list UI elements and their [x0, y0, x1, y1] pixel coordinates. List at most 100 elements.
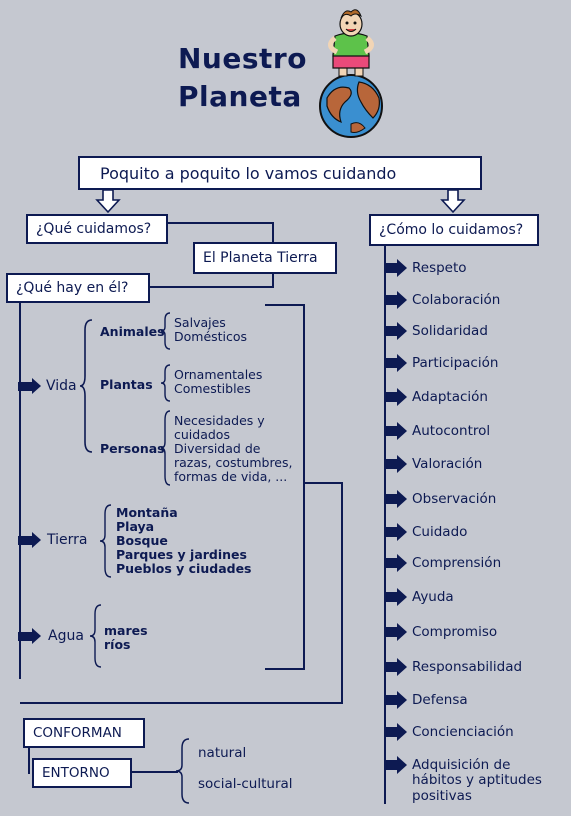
- value-label: Valoración: [412, 456, 483, 472]
- down-arrow-left-icon: [95, 190, 121, 214]
- plantas-brace-icon: [161, 364, 171, 402]
- value-label: Comprensión: [412, 555, 502, 571]
- arrow-right-icon: [385, 388, 407, 406]
- title-line1: Nuestro: [178, 42, 307, 75]
- agua-item: ríos: [104, 637, 131, 652]
- value-item: Colaboración: [385, 290, 500, 310]
- tierra-item: Pueblos y ciudades: [116, 561, 252, 576]
- connector: [303, 482, 343, 484]
- top-banner: Poquito a poquito lo vamos cuidando: [78, 156, 482, 190]
- connector: [132, 771, 178, 773]
- entorno-brace-icon: [176, 738, 190, 804]
- value-label: Cuidado: [412, 524, 468, 540]
- value-item: Observación: [385, 489, 496, 509]
- connector: [265, 668, 305, 670]
- arrow-right-icon: [385, 523, 407, 541]
- value-label: Concienciación: [412, 724, 514, 740]
- value-item: Participación: [385, 353, 498, 373]
- connector: [168, 222, 274, 224]
- value-label: hábitos y aptitudes: [412, 772, 542, 788]
- agua-item: mares: [104, 623, 148, 638]
- arrow-right-icon: [385, 588, 407, 606]
- value-label: Adaptación: [412, 389, 488, 405]
- value-label: Observación: [412, 491, 497, 507]
- value-item: Solidaridad: [385, 321, 488, 341]
- personas-item: formas de vida, ...: [174, 469, 288, 484]
- value-item: Adquisición de: [385, 755, 510, 775]
- agua-label: Agua: [48, 628, 84, 644]
- arrow-right-icon: [385, 490, 407, 508]
- personas-item: Diversidad de: [174, 441, 261, 456]
- tierra-label: Tierra: [47, 532, 88, 548]
- agua-brace-icon: [90, 604, 102, 668]
- value-item: Defensa: [385, 690, 468, 710]
- value-label: Defensa: [412, 692, 468, 708]
- center-box: El Planeta Tierra: [193, 242, 337, 274]
- tierra-item: Bosque: [116, 533, 168, 548]
- arrow-right-icon: [385, 354, 407, 372]
- animales-label: Animales: [100, 324, 165, 339]
- value-label: Participación: [412, 355, 499, 371]
- arrow-right-icon: [385, 554, 407, 572]
- arrow-right-icon: [385, 422, 407, 440]
- left-trunk-line: [19, 303, 21, 679]
- entorno-box: ENTORNO: [32, 758, 132, 788]
- kid-on-globe-illustration: [319, 9, 383, 138]
- connector: [265, 304, 305, 306]
- personas-label: Personas: [100, 441, 165, 456]
- value-item: Comprensión: [385, 553, 501, 573]
- connector: [272, 222, 274, 246]
- plantas-item: Ornamentales: [174, 367, 263, 382]
- value-label: Solidaridad: [412, 323, 488, 339]
- value-label: Responsabilidad: [412, 659, 523, 675]
- tierra-item: Parques y jardines: [116, 547, 247, 562]
- arrow-right-icon: [385, 291, 407, 309]
- value-label: Respeto: [412, 260, 467, 276]
- personas-item: razas, costumbres,: [174, 455, 293, 470]
- animales-item: Salvajes: [174, 315, 226, 330]
- connector: [20, 702, 343, 704]
- value-item: Adaptación: [385, 387, 488, 407]
- entorno-item: social-cultural: [198, 776, 293, 792]
- value-label: Colaboración: [412, 292, 501, 308]
- connector: [28, 748, 30, 774]
- arrow-right-icon: [385, 322, 407, 340]
- value-item: Valoración: [385, 454, 482, 474]
- value-item: Concienciación: [385, 722, 514, 742]
- value-label: Ayuda: [412, 589, 454, 605]
- left-header-box: ¿Qué cuidamos?: [26, 214, 168, 244]
- personas-item: cuidados: [174, 427, 230, 442]
- value-item: Respeto: [385, 258, 467, 278]
- value-label: Adquisición de: [412, 757, 511, 773]
- value-label: positivas: [412, 788, 472, 804]
- arrow-right-icon: [385, 691, 407, 709]
- personas-item: Necesidades y: [174, 413, 265, 428]
- value-item: Autocontrol: [385, 421, 490, 441]
- value-item: Responsabilidad: [385, 657, 522, 677]
- value-label: Compromiso: [412, 624, 498, 640]
- personas-brace-icon: [161, 410, 171, 486]
- plantas-label: Plantas: [100, 377, 153, 392]
- animales-item: Domésticos: [174, 329, 248, 344]
- connector: [303, 304, 305, 670]
- what-header-box: ¿Qué hay en él?: [6, 273, 150, 303]
- arrow-right-icon: [385, 259, 407, 277]
- title-line2: Planeta: [178, 80, 302, 113]
- right-header-box: ¿Cómo lo cuidamos?: [369, 214, 539, 246]
- arrow-right-icon: [385, 623, 407, 641]
- arrow-right-icon: [385, 658, 407, 676]
- value-item: Ayuda: [385, 587, 454, 607]
- agua-arrow-icon: [18, 628, 41, 644]
- vida-arrow-icon: [18, 378, 41, 394]
- connector: [341, 482, 343, 704]
- tierra-brace-icon: [100, 504, 112, 578]
- tierra-item: Playa: [116, 519, 155, 534]
- right-trunk-line: [384, 246, 386, 804]
- value-label: Autocontrol: [412, 423, 491, 439]
- connector: [272, 274, 274, 288]
- tierra-arrow-icon: [18, 532, 41, 548]
- value-item: Compromiso: [385, 622, 497, 642]
- conforman-box: CONFORMAN: [23, 718, 145, 748]
- plantas-item: Comestibles: [174, 381, 251, 396]
- value-item: Cuidado: [385, 522, 467, 542]
